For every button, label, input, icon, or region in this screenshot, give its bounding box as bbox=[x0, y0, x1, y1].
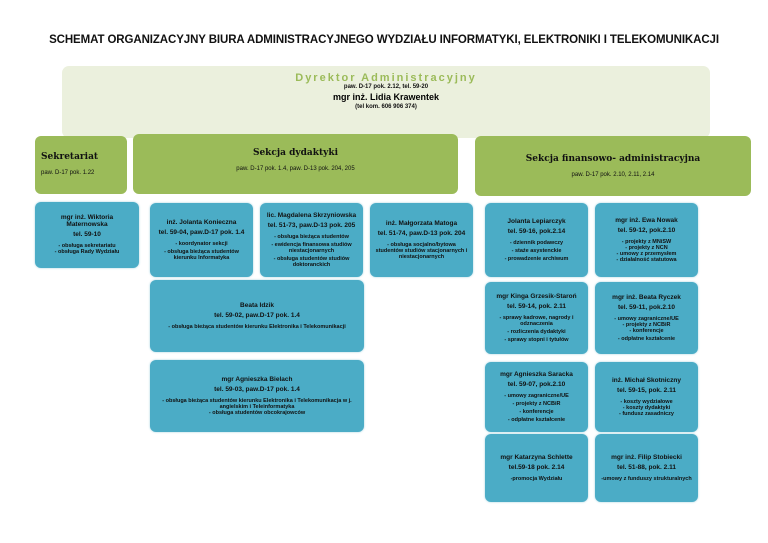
duty: - obsługa sekretariatu - obsługa Rady Wy… bbox=[54, 243, 120, 255]
duty: - odpłatne kształcenie bbox=[507, 416, 566, 423]
person-contact: tel. 59-15, pok. 2.11 bbox=[617, 386, 676, 394]
duty: - umowy zagraniczne/UE - projekty z NCBi… bbox=[614, 315, 679, 334]
person-contact: tel. 59-07, pok.2.10 bbox=[507, 380, 566, 388]
duty: - konferencje bbox=[519, 408, 554, 415]
section-title: Sekcja dydaktyki bbox=[252, 148, 339, 158]
director-mobile: (tel kom. 606 906 374) bbox=[355, 104, 417, 110]
person-card: mgr inż. Ewa Nowak tel. 59-12, pok.2.10 - … bbox=[595, 203, 698, 277]
person-contact: tel. 51-73, paw.D-13 pok. 205 bbox=[267, 221, 356, 229]
person-name: Beata Idzik bbox=[240, 301, 274, 309]
director-name: mgr inż. Lidia Krawentek bbox=[332, 92, 440, 102]
section-location: paw. D-17 pok. 2.10, 2.11, 2.14 bbox=[571, 172, 655, 178]
person-card: inż. Michał Skotniczny tel. 59-15, pok. 2… bbox=[595, 362, 698, 432]
person-card: mgr inż. Filip Stobiecki tel. 51-88, pok.… bbox=[595, 434, 698, 502]
person-contact: tel. 59-16, pok.2.14 bbox=[507, 227, 566, 235]
person-card: Jolanta Lepiarczyk tel. 59-16, pok.2.14 - … bbox=[485, 203, 588, 277]
person-name: mgr Kinga Grzesik-Staroń bbox=[496, 292, 577, 300]
duty: - obsługa studentów studiów doktoranckic… bbox=[273, 255, 350, 268]
duty: - obsługa bieżąca studentów kierunku Ele… bbox=[168, 323, 346, 330]
duty: - projekty z MNiSW - projekty z NCN - um… bbox=[616, 238, 677, 263]
person-contact: tel. 59-10 bbox=[73, 231, 101, 238]
person-card: mgr Agnieszka Bielach tel. 59-03, paw.D-1… bbox=[150, 360, 364, 432]
duty: - dziennik podawczy bbox=[509, 239, 564, 246]
chart-title: SCHEMAT ORGANIZACYJNY BIURA ADMINISTRACY… bbox=[49, 34, 719, 46]
person-name: mgr inż. Beata Ryczek bbox=[612, 293, 681, 301]
person-name: mgr inż. Filip Stobiecki bbox=[611, 453, 682, 461]
person-contact: tel. 59-11, pok.2.10 bbox=[617, 303, 676, 311]
person-name: mgr inż. Ewa Nowak bbox=[615, 216, 678, 224]
person-card: mgr Agnieszka Saracka tel. 59-07, pok.2.1… bbox=[485, 362, 588, 432]
duty: - obsługa bieżąca studentów kierunku Ele… bbox=[162, 397, 352, 416]
section-didactics: Sekcja dydaktyki paw. D-17 pok. 1.4, paw… bbox=[133, 134, 458, 194]
person-name: mgr inż. Wiktoria Maternowska bbox=[60, 214, 114, 228]
person-card: mgr Kinga Grzesik-Staroń tel. 59-14, pok.… bbox=[485, 282, 588, 354]
person-contact: tel.59-18 pok. 2.14 bbox=[508, 463, 565, 471]
person-name: inż. Małgorzata Matoga bbox=[385, 219, 458, 227]
person-contact: tel. 51-88, pok. 2.11 bbox=[617, 463, 676, 471]
person-name: mgr Katarzyna Schlette bbox=[500, 453, 573, 461]
person-contact: tel. 59-12, pok.2.10 bbox=[617, 226, 676, 234]
duty: - koordynator sekcji bbox=[175, 240, 228, 247]
person-card: mgr inż. Beata Ryczek tel. 59-11, pok.2.1… bbox=[595, 282, 698, 354]
person-card: mgr Katarzyna Schlette tel.59-18 pok. 2.1… bbox=[485, 434, 588, 502]
person-card: Beata Idzik tel. 59-02, paw.D-17 pok. 1.4… bbox=[150, 280, 364, 352]
person-name: Jolanta Lepiarczyk bbox=[507, 217, 566, 225]
person-card: inż. Jolanta Konieczna tel. 59-04, paw.D-… bbox=[150, 203, 253, 277]
duty: - staże asystenckie bbox=[511, 247, 562, 254]
director-box: Dyrektor Administracyjny paw. D-17 pok. … bbox=[62, 66, 710, 138]
director-title: Dyrektor Administracyjny bbox=[295, 72, 477, 84]
person-name: mgr Agnieszka Bielach bbox=[221, 375, 293, 383]
section-location: paw. D-17 pok. 1.4, paw. D-13 pok. 204, … bbox=[236, 166, 355, 172]
section-secretariat: Sekretariat paw. D-17 pok. 1.22 bbox=[35, 136, 127, 194]
person-card: lic. Magdalena Skrzyniowska tel. 51-73, p… bbox=[260, 203, 363, 277]
person-contact: tel. 59-02, paw.D-17 pok. 1.4 bbox=[214, 311, 300, 319]
duty: - rozliczenia dydaktyki bbox=[507, 328, 566, 335]
duty: - sprawy stopni i tytułów bbox=[504, 336, 569, 343]
section-location: paw. D-17 pok. 1.22 bbox=[41, 170, 95, 176]
person-contact: tel. 59-03, paw.D-17 pok. 1.4 bbox=[214, 385, 300, 393]
person-name: lic. Magdalena Skrzyniowska bbox=[266, 211, 357, 219]
duty: - obsługa socjalno/bytowa studentów stud… bbox=[375, 241, 468, 260]
duty: - projekty z NCBiR bbox=[512, 400, 561, 407]
section-title: Sekcja finansowo- administracyjna bbox=[525, 154, 701, 164]
person-name: inż. Jolanta Konieczna bbox=[166, 218, 237, 226]
duty: - ewidencja finansowa studiów niestacjon… bbox=[271, 241, 352, 254]
duty: - obsługa bieżąca studentów bbox=[274, 233, 349, 240]
section-title: Sekretariat bbox=[41, 152, 99, 162]
person-name: mgr Agnieszka Saracka bbox=[500, 370, 573, 378]
duty: -promocja Wydziału bbox=[510, 475, 563, 482]
person-contact: tel. 51-74, paw.D-13 pok. 204 bbox=[377, 229, 466, 237]
person-card: mgr inż. Wiktoria Maternowska tel. 59-10 -… bbox=[35, 202, 139, 268]
person-contact: tel. 59-04, paw.D-17 pok. 1.4 bbox=[158, 228, 245, 236]
duty: -umowy z funduszy strukturalnych bbox=[601, 475, 692, 482]
person-contact: tel. 59-14, pok. 2.11 bbox=[507, 302, 566, 310]
person-name: inż. Michał Skotniczny bbox=[612, 376, 681, 384]
section-finance: Sekcja finansowo- administracyjna paw. D… bbox=[475, 136, 751, 196]
duty: - sprawy kadrowe, nagrody i odznaczenia bbox=[499, 314, 574, 327]
duty: - obsługa bieżąca studentów kierunku Inf… bbox=[164, 248, 239, 261]
duty: - odpłatne kształcenie bbox=[617, 335, 676, 342]
duty: - umowy zagraniczne/UE bbox=[504, 392, 569, 399]
duty: - prowadzenie archiwum bbox=[504, 255, 569, 262]
director-location: paw. D-17 pok. 2.12, tel. 59-20 bbox=[343, 84, 429, 90]
person-card: inż. Małgorzata Matoga tel. 51-74, paw.D-… bbox=[370, 203, 473, 277]
duty: - koszty wydziałowe - koszty dydaktyki -… bbox=[618, 398, 674, 417]
